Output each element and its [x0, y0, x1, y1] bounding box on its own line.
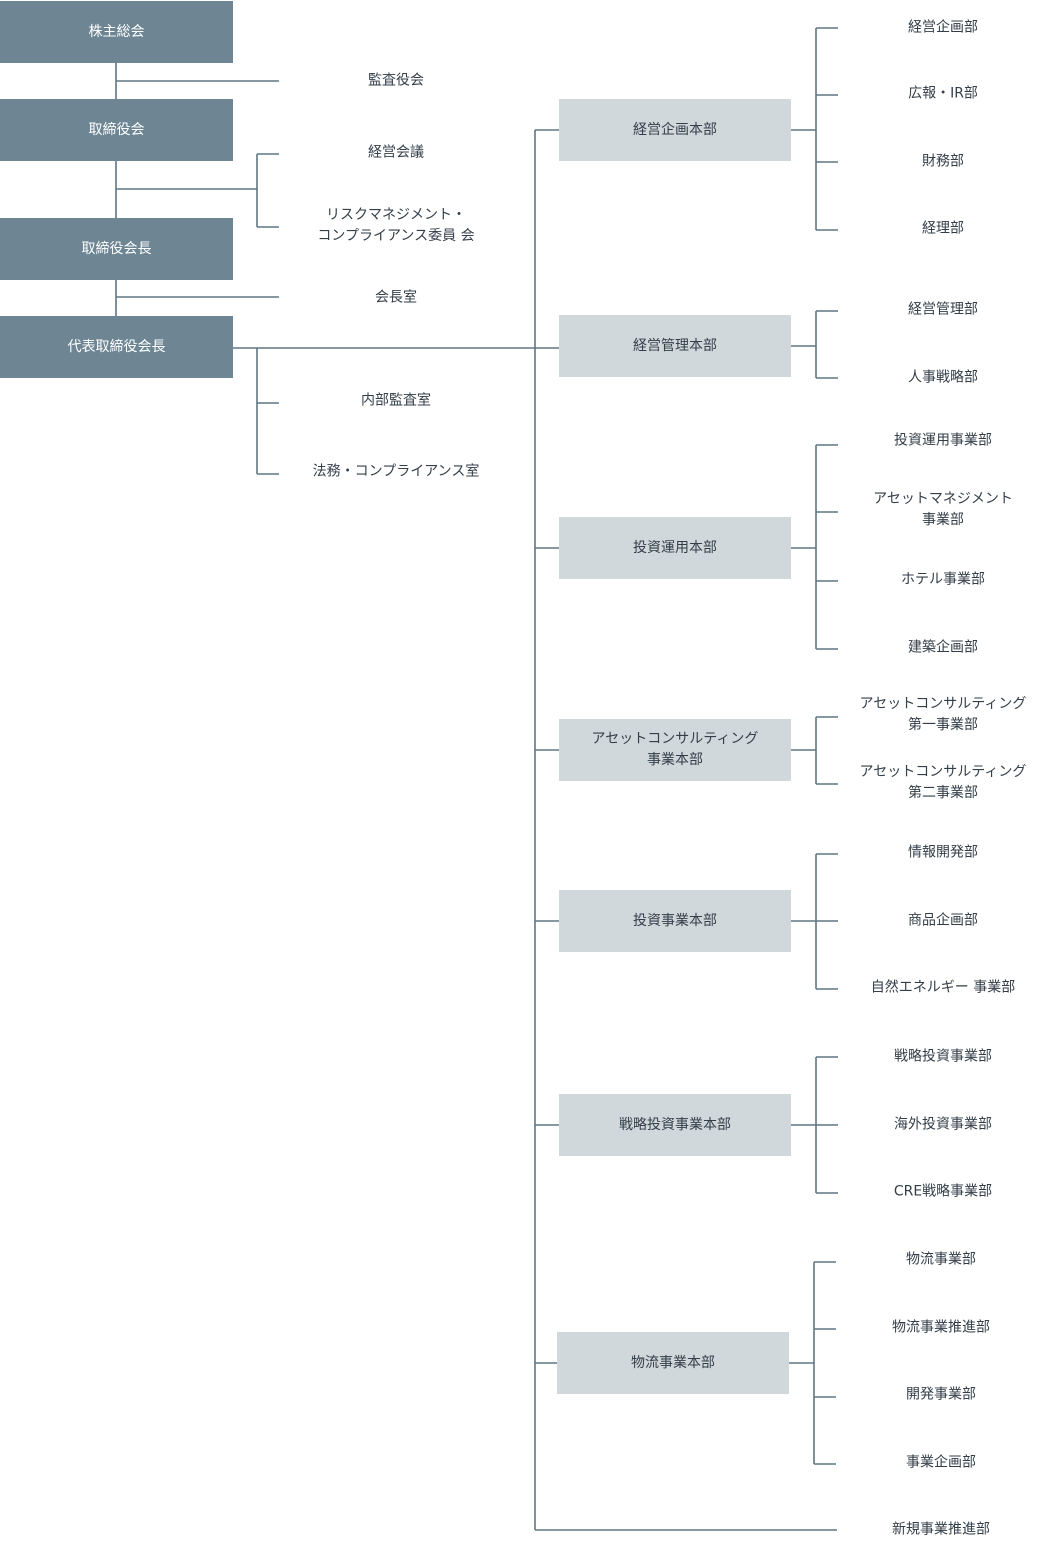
department-label-line2: 事業部	[921, 512, 964, 528]
risk-committee-line2: コンプライアンス委員 会	[317, 228, 475, 244]
department-label: 物流事業推進部	[892, 1319, 990, 1336]
department-label: 広報・IR部	[908, 85, 978, 102]
department-label: 経営管理部	[908, 301, 978, 318]
department-label: 海外投資事業部	[894, 1116, 992, 1133]
department-label: 戦略投資事業部	[894, 1048, 992, 1065]
shareholders-meeting-label: 株主総会	[88, 23, 145, 40]
division-label: 経営管理本部	[633, 337, 717, 354]
internal-audit-label: 内部監査室	[361, 392, 431, 409]
department-label: アセットコンサルティング 第二事業部	[860, 762, 1027, 804]
risk-committee-line1: リスクマネジメント・	[325, 207, 466, 223]
division-label: 投資事業本部	[633, 912, 717, 929]
division-box-corporate-planning: 経営企画本部	[559, 99, 791, 161]
division-box-investment-business: 投資事業本部	[559, 890, 791, 952]
new-business-promotion-label: 新規事業推進部	[892, 1521, 990, 1538]
division-box-corporate-management: 経営管理本部	[559, 315, 791, 377]
board-of-directors-label: 取締役会	[88, 121, 145, 138]
department-label: 事業企画部	[906, 1454, 976, 1471]
chairman-office-label: 会長室	[375, 289, 417, 306]
department-label-line1: アセットマネジメント	[873, 491, 1013, 507]
audit-board-label: 監査役会	[368, 72, 424, 89]
division-label-line1: アセットコンサルティング	[591, 731, 759, 747]
department-label: 投資運用事業部	[894, 432, 992, 449]
department-label: 建築企画部	[908, 639, 978, 656]
management-meeting-label: 経営会議	[368, 144, 424, 161]
department-label: 財務部	[922, 153, 964, 170]
division-box-investment-management: 投資運用本部	[559, 517, 791, 579]
ceo-box: 代表取締役会長	[0, 316, 233, 378]
board-of-directors-box: 取締役会	[0, 99, 233, 161]
legal-compliance-label: 法務・コンプライアンス室	[312, 463, 480, 480]
department-label-line1: アセットコンサルティング	[859, 696, 1027, 712]
ceo-label: 代表取締役会長	[67, 338, 166, 355]
shareholders-meeting-box: 株主総会	[0, 1, 233, 63]
department-label: 物流事業部	[906, 1251, 976, 1268]
department-label: 経営企画部	[908, 19, 978, 36]
department-label: CRE戦略事業部	[893, 1183, 993, 1200]
division-box-logistics: 物流事業本部	[557, 1332, 789, 1394]
department-label: 開発事業部	[906, 1386, 976, 1403]
division-label: 投資運用本部	[633, 539, 717, 556]
division-box-asset-consulting: アセットコンサルティング 事業本部	[559, 719, 791, 781]
division-label: 戦略投資事業本部	[619, 1116, 731, 1133]
department-label: 経理部	[922, 220, 964, 237]
department-label-line1: アセットコンサルティング	[859, 764, 1027, 780]
department-label: 商品企画部	[908, 912, 978, 929]
department-label: アセットコンサルティング 第一事業部	[860, 694, 1027, 736]
department-label-line2: 第二事業部	[907, 785, 978, 801]
risk-committee-label: リスクマネジメント・ コンプライアンス委員 会	[317, 205, 474, 247]
chairman-label: 取締役会長	[81, 240, 152, 257]
division-label: 経営企画本部	[633, 121, 717, 138]
division-label-line2: 事業本部	[646, 752, 703, 768]
division-label: 物流事業本部	[631, 1354, 715, 1371]
division-box-strategic-investment: 戦略投資事業本部	[559, 1094, 791, 1156]
department-label: 自然エネルギー 事業部	[870, 979, 1016, 996]
department-label-line2: 第一事業部	[907, 717, 978, 733]
department-label: アセットマネジメント 事業部	[873, 489, 1013, 531]
chairman-box: 取締役会長	[0, 218, 233, 280]
department-label: 人事戦略部	[908, 369, 978, 386]
department-label: 情報開発部	[908, 844, 978, 861]
department-label: ホテル事業部	[901, 571, 985, 588]
